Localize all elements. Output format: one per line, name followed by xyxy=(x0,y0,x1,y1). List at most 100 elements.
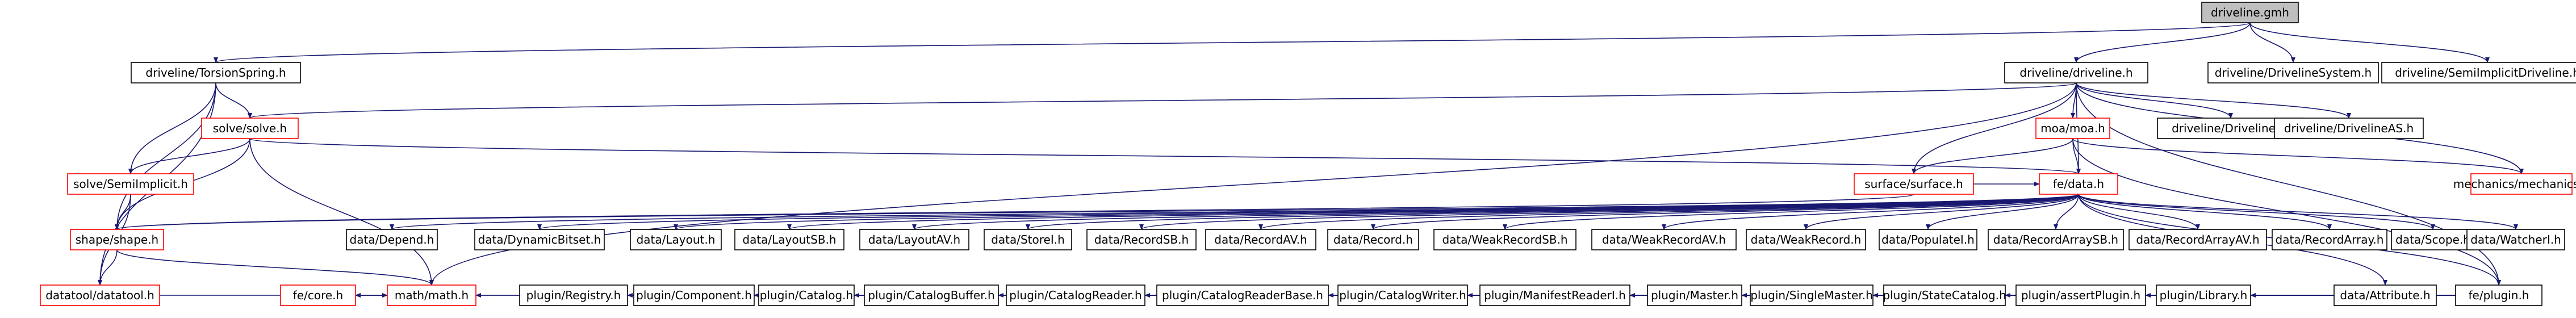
edge-fedata-to-recordarraysb xyxy=(2054,194,2079,230)
edge-root-to-semiimp_dl xyxy=(2249,22,2490,63)
node-label: data/DynamicBitset.h xyxy=(478,233,601,246)
node-shape[interactable]: shape/shape.h xyxy=(70,229,164,250)
node-box xyxy=(519,284,628,306)
node-box xyxy=(1433,229,1576,250)
node-recordav[interactable]: data/RecordAV.h xyxy=(1205,229,1316,250)
edge-moa-to-feplugin xyxy=(2072,138,2501,286)
node-catwriter[interactable]: plugin/CatalogWriter.h xyxy=(1337,284,1468,306)
node-label: driveline/DrivelineAS.h xyxy=(2284,122,2414,135)
node-recordarray[interactable]: data/RecordArray.h xyxy=(2272,229,2387,250)
node-label: math/math.h xyxy=(395,288,469,302)
node-label: data/RecordArray.h xyxy=(2276,233,2384,246)
node-box xyxy=(1879,229,1977,250)
node-recordsb[interactable]: data/RecordSB.h xyxy=(1086,229,1197,250)
node-record[interactable]: data/Record.h xyxy=(1327,229,1419,250)
node-label: moa/moa.h xyxy=(2040,122,2105,135)
node-layoutsb[interactable]: data/LayoutSB.h xyxy=(734,229,844,250)
node-feplugin[interactable]: fe/plugin.h xyxy=(2455,284,2542,306)
node-catbuffer[interactable]: plugin/CatalogBuffer.h xyxy=(864,284,999,306)
node-box xyxy=(758,284,855,306)
node-box xyxy=(1591,229,1737,250)
node-label: plugin/CatalogWriter.h xyxy=(1339,288,1466,302)
node-datatool[interactable]: datatool/datatool.h xyxy=(40,284,160,306)
node-assertplugin[interactable]: plugin/assertPlugin.h xyxy=(2015,284,2146,306)
node-label: data/WeakRecordAV.h xyxy=(1602,233,1726,246)
edge-fedata-to-recordarray xyxy=(2078,194,2332,230)
node-box xyxy=(1988,229,2124,250)
node-semiimp_dl[interactable]: driveline/SemiImplicitDriveline.h xyxy=(2381,62,2576,83)
node-catreader[interactable]: plugin/CatalogReader.h xyxy=(1006,284,1145,306)
edge-fedata-to-weakrecordav xyxy=(1662,194,2079,230)
node-label: data/PopulateI.h xyxy=(1881,233,1975,246)
node-label: plugin/Master.h xyxy=(1651,288,1738,302)
node-storei[interactable]: data/StoreI.h xyxy=(984,229,1072,250)
node-recordarraysb[interactable]: data/RecordArraySB.h xyxy=(1988,229,2124,250)
edge-dl-to-surface xyxy=(1912,82,2077,174)
node-weakrecordav[interactable]: data/WeakRecordAV.h xyxy=(1591,229,1737,250)
node-attribute[interactable]: data/Attribute.h xyxy=(2334,284,2437,306)
edge-dl-to-feplugin xyxy=(2076,82,2501,286)
edge-dl-to-solve xyxy=(248,82,2077,119)
node-fedata[interactable]: fe/data.h xyxy=(2039,173,2118,195)
node-dynbitset[interactable]: data/DynamicBitset.h xyxy=(474,229,605,250)
node-math[interactable]: math/math.h xyxy=(387,284,476,306)
node-box xyxy=(67,173,194,195)
node-box xyxy=(1327,229,1419,250)
edge-fedata-to-scope xyxy=(2078,194,2435,230)
node-library[interactable]: plugin/Library.h xyxy=(2156,284,2251,306)
node-label: data/Depend.h xyxy=(350,233,434,246)
node-box xyxy=(2015,284,2146,306)
node-label: plugin/CatalogReaderBase.h xyxy=(1162,288,1323,302)
node-solve[interactable]: solve/solve.h xyxy=(201,118,299,139)
edge-shape-to-datatool xyxy=(98,249,118,286)
node-catreaderbase[interactable]: plugin/CatalogReaderBase.h xyxy=(1156,284,1329,306)
node-box xyxy=(1337,284,1468,306)
node-layout[interactable]: data/Layout.h xyxy=(630,229,722,250)
node-box xyxy=(1647,284,1742,306)
node-watcheri[interactable]: data/WatcherI.h xyxy=(2466,229,2565,250)
node-weakrecord[interactable]: data/WeakRecord.h xyxy=(1746,229,1866,250)
node-populatei[interactable]: data/PopulateI.h xyxy=(1879,229,1977,250)
node-box xyxy=(346,229,438,250)
node-box xyxy=(2004,62,2148,83)
node-recordarrayav[interactable]: data/RecordArrayAV.h xyxy=(2128,229,2267,250)
node-catalog[interactable]: plugin/Catalog.h xyxy=(758,284,855,306)
node-semiimp[interactable]: solve/SemiImplicit.h xyxy=(67,173,194,195)
node-label: fe/plugin.h xyxy=(2469,288,2529,302)
node-dlsys[interactable]: driveline/DrivelineSystem.h xyxy=(2207,62,2379,83)
node-label: plugin/StateCatalog.h xyxy=(1883,288,2006,302)
edge-dl-to-dlas xyxy=(2076,82,2351,119)
node-label: plugin/Catalog.h xyxy=(760,288,853,302)
node-torsion[interactable]: driveline/TorsionSpring.h xyxy=(131,62,301,83)
node-box xyxy=(2128,229,2267,250)
node-box xyxy=(1006,284,1145,306)
edge-fedata-to-populatei xyxy=(1926,194,2079,230)
node-label: driveline/driveline.h xyxy=(2019,66,2132,80)
node-depend[interactable]: data/Depend.h xyxy=(346,229,438,250)
node-statecatalog[interactable]: plugin/StateCatalog.h xyxy=(1883,284,2006,306)
node-component[interactable]: plugin/Component.h xyxy=(633,284,755,306)
node-fecore[interactable]: fe/core.h xyxy=(280,284,356,306)
node-moa[interactable]: moa/moa.h xyxy=(2035,118,2110,139)
edge-solve-to-fedata xyxy=(249,138,2081,174)
node-label: fe/data.h xyxy=(2053,177,2104,191)
edge-root-to-dl xyxy=(2074,22,2251,63)
node-singlemaster[interactable]: plugin/SingleMaster.h xyxy=(1750,284,1874,306)
node-scope[interactable]: data/Scope.h xyxy=(2391,229,2475,250)
node-registry[interactable]: plugin/Registry.h xyxy=(519,284,628,306)
node-label: data/WeakRecordSB.h xyxy=(1442,233,1567,246)
node-label: data/RecordSB.h xyxy=(1094,233,1189,246)
node-label: shape/shape.h xyxy=(76,233,158,246)
node-label: data/Record.h xyxy=(1333,233,1413,246)
node-label: data/Attribute.h xyxy=(2340,288,2430,302)
node-dl[interactable]: driveline/driveline.h xyxy=(2004,62,2148,83)
node-master[interactable]: plugin/Master.h xyxy=(1647,284,1742,306)
node-surface[interactable]: surface/surface.h xyxy=(1854,173,1974,195)
node-dlas[interactable]: driveline/DrivelineAS.h xyxy=(2274,118,2424,139)
node-box xyxy=(630,229,722,250)
node-weakrecordsb[interactable]: data/WeakRecordSB.h xyxy=(1433,229,1576,250)
node-layoutav[interactable]: data/LayoutAV.h xyxy=(859,229,969,250)
node-manifest[interactable]: plugin/ManifestReaderI.h xyxy=(1479,284,1630,306)
node-mechanics[interactable]: mechanics/mechanics.h xyxy=(2453,173,2576,195)
edge-moa-to-mechanics xyxy=(2072,138,2524,174)
